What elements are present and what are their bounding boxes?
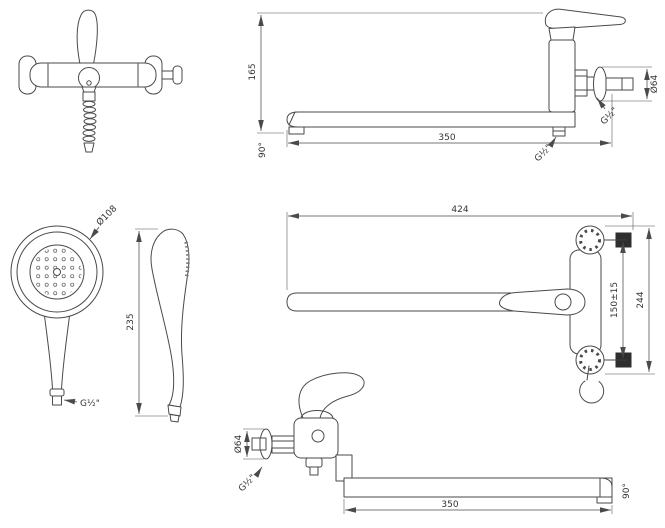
lever-handle xyxy=(76,9,98,65)
spout-side xyxy=(286,111,576,128)
dim-handshower-length: 235 xyxy=(126,313,136,330)
dim-top-overall-width: 424 xyxy=(451,205,468,215)
wall-stub-bottom xyxy=(251,437,267,451)
wall-thread-hatch xyxy=(621,77,634,91)
dim-top-overall-depth: 244 xyxy=(636,291,646,308)
view-faucet-bottom: Ø64 G½" 350 90° xyxy=(233,372,632,514)
dim-side-escutcheon-diameter: Ø64 xyxy=(649,74,660,93)
hose-fitting xyxy=(83,142,95,153)
escutcheon-side xyxy=(593,66,607,102)
diverter-bottom xyxy=(305,457,323,476)
lever-bottom xyxy=(298,372,365,419)
spout-bottom xyxy=(343,477,613,498)
diverter-knob xyxy=(161,65,183,85)
dim-top-connection-spacing: 150±15 xyxy=(610,282,620,318)
dim-bottom-escutcheon-diameter: Ø64 xyxy=(233,434,244,453)
wall-pipe xyxy=(605,77,634,91)
profile-thread xyxy=(169,414,180,423)
label-handshower-thread: G½" xyxy=(80,399,100,409)
view-faucet-top: 424 150±15 244 xyxy=(286,205,655,404)
view-handshower-front: Ø108 G½" xyxy=(10,203,119,409)
handshower-profile xyxy=(150,228,190,408)
view-faucet-side: 165 350 90° Ø64 G½" G½" xyxy=(248,8,660,164)
dim-bottom-spout-length: 350 xyxy=(441,500,458,510)
spout-tip-cut xyxy=(288,111,296,126)
hook-stem xyxy=(586,365,590,381)
shower-hook xyxy=(579,380,605,404)
cap-screw xyxy=(86,80,92,86)
handle-thread xyxy=(52,395,62,406)
pivot-cap-top xyxy=(554,293,572,311)
pivot-dome xyxy=(300,410,334,419)
union-nut-side xyxy=(574,69,588,97)
dim-side-swivel-angle: 90° xyxy=(258,142,268,158)
hose-corrugation xyxy=(82,100,97,142)
spout-top xyxy=(286,292,546,312)
mixer-body-side xyxy=(548,39,576,113)
spray-face-rim xyxy=(29,244,85,300)
label-bottom-wall-thread: G½" xyxy=(237,473,258,494)
aerator-bottom xyxy=(596,496,613,504)
dim-bottom-swivel-angle: 90° xyxy=(622,483,632,499)
spray-face-edge xyxy=(184,241,190,278)
dim-side-overall-height: 165 xyxy=(248,63,258,80)
lever-handle-side xyxy=(544,8,626,30)
view-faucet-front xyxy=(18,9,183,153)
label-side-wall-thread: G½" xyxy=(599,106,620,127)
handle-end-cap xyxy=(49,388,65,397)
spout-elbow xyxy=(335,454,353,482)
view-handshower-side: 235 xyxy=(126,228,190,423)
lever-neck xyxy=(548,26,576,41)
dim-side-spout-length: 350 xyxy=(438,133,455,143)
handshower-handle xyxy=(43,311,71,390)
mixer-body-bottom xyxy=(293,417,339,459)
lever-top xyxy=(499,288,586,316)
aerator xyxy=(288,126,305,135)
union-nut-bottom xyxy=(271,435,295,454)
label-side-hose-thread: G½" xyxy=(533,143,554,164)
dim-handshower-head-diameter: Ø108 xyxy=(94,203,119,228)
profile-end-cap xyxy=(167,404,182,417)
center-cap xyxy=(53,268,61,276)
shower-hose xyxy=(81,86,97,153)
